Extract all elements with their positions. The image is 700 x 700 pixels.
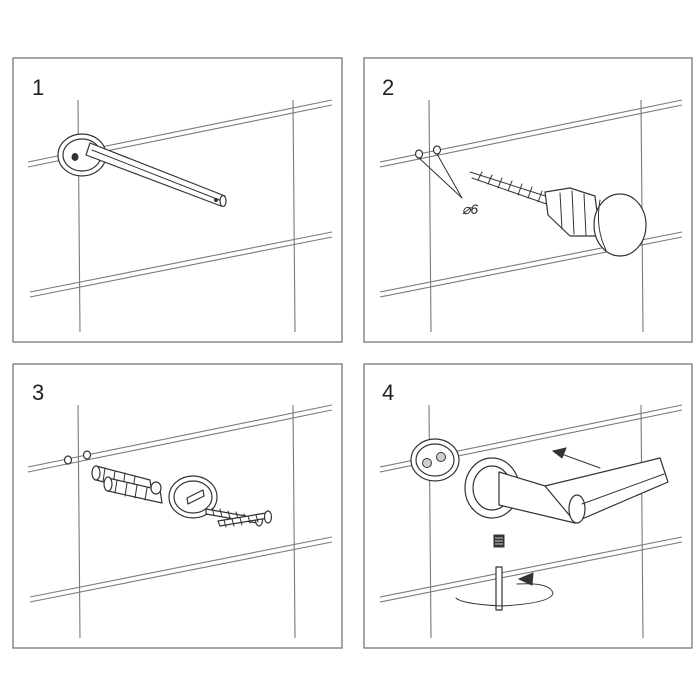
hex-key-icon — [495, 566, 503, 611]
mounting-screws — [205, 507, 273, 528]
grub-screw — [493, 534, 505, 548]
step-number: 1 — [32, 75, 44, 100]
towel-rail-end — [464, 457, 669, 524]
wall-tiles — [27, 404, 333, 639]
rosette-slot — [186, 489, 205, 505]
panel-step-2: 2 ⌀6 — [363, 57, 693, 343]
mounted-rosette — [410, 438, 460, 482]
panel-step-4: 4 — [363, 363, 693, 649]
rotation-arrow — [455, 572, 554, 607]
drill-diameter-label: ⌀6 — [462, 201, 478, 217]
screw-head — [436, 452, 446, 462]
diameter-callout: ⌀6 — [418, 153, 478, 217]
drilled-holes — [63, 450, 92, 465]
screw-head — [422, 458, 432, 468]
step-number: 4 — [382, 380, 394, 405]
panel-frame — [12, 57, 343, 343]
step-number: 3 — [32, 380, 44, 405]
panel-frame — [363, 57, 693, 343]
drill-icon — [469, 171, 647, 257]
wall-plugs — [91, 465, 163, 504]
push-direction-arrow — [551, 447, 601, 469]
panel-step-1: 1 — [12, 57, 343, 343]
panel-step-3: 3 — [12, 363, 343, 649]
screw-hole — [71, 153, 79, 161]
step-number: 2 — [382, 75, 394, 100]
marking-rod — [85, 142, 227, 208]
mounting-rosette — [168, 475, 218, 519]
